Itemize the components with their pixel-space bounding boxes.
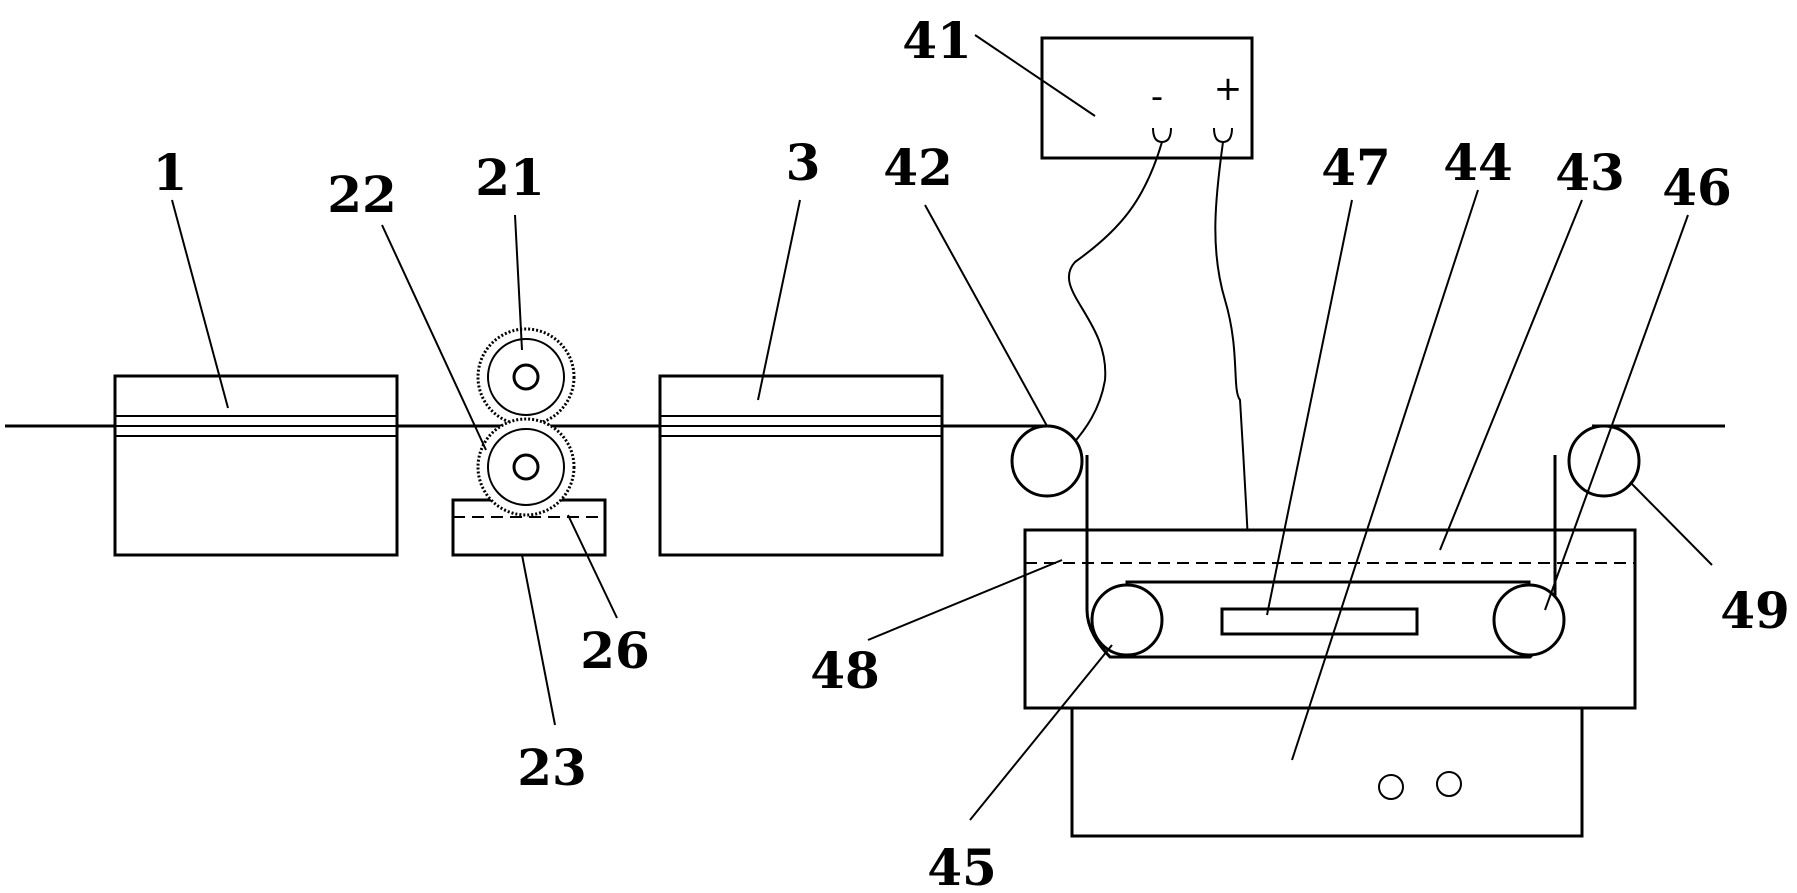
label-42: 42 [883, 138, 953, 197]
leader-42 [924, 204, 1048, 427]
leader-48 [867, 559, 1063, 641]
label-22: 22 [327, 165, 397, 224]
leader-45 [969, 644, 1113, 821]
label-48: 48 [810, 641, 880, 700]
label-21: 21 [475, 148, 545, 207]
leader-3 [757, 199, 801, 401]
leader-26 [567, 514, 618, 619]
label-44: 44 [1443, 133, 1513, 192]
gear-22 [476, 417, 576, 517]
plus-sign: + [1214, 69, 1243, 109]
leader-23 [521, 554, 556, 726]
wire-negative [1067, 141, 1163, 446]
minus-sign: - [1151, 77, 1163, 117]
base-44 [1070, 706, 1584, 838]
roller-42 [1010, 424, 1084, 498]
leader-22 [381, 224, 487, 451]
label-49: 49 [1720, 581, 1790, 640]
label-23: 23 [517, 738, 587, 797]
label-43: 43 [1555, 143, 1625, 202]
leader-41 [974, 34, 1096, 117]
label-1: 1 [153, 143, 188, 202]
label-45: 45 [927, 838, 997, 893]
leader-43 [1439, 199, 1583, 551]
electrode-47 [1220, 607, 1419, 636]
indicator-1 [1378, 774, 1404, 800]
roller-49 [1567, 424, 1641, 498]
power-supply-41: - + [1040, 36, 1254, 160]
leader-49 [1629, 481, 1713, 566]
label-3: 3 [786, 133, 821, 192]
leader-47 [1266, 199, 1353, 616]
gear-21 [476, 327, 576, 427]
label-46: 46 [1662, 158, 1732, 217]
box-3 [658, 374, 944, 557]
roller-45 [1090, 583, 1164, 657]
indicator-2 [1436, 771, 1462, 797]
box-1 [113, 374, 399, 557]
label-47: 47 [1321, 138, 1391, 197]
leader-46 [1544, 214, 1689, 611]
label-41: 41 [902, 11, 972, 70]
leader-1 [171, 199, 229, 409]
roller-46 [1492, 583, 1566, 657]
leader-44 [1291, 189, 1479, 761]
leader-21 [514, 214, 523, 351]
wire-positive [1214, 141, 1251, 583]
label-26: 26 [580, 621, 650, 680]
